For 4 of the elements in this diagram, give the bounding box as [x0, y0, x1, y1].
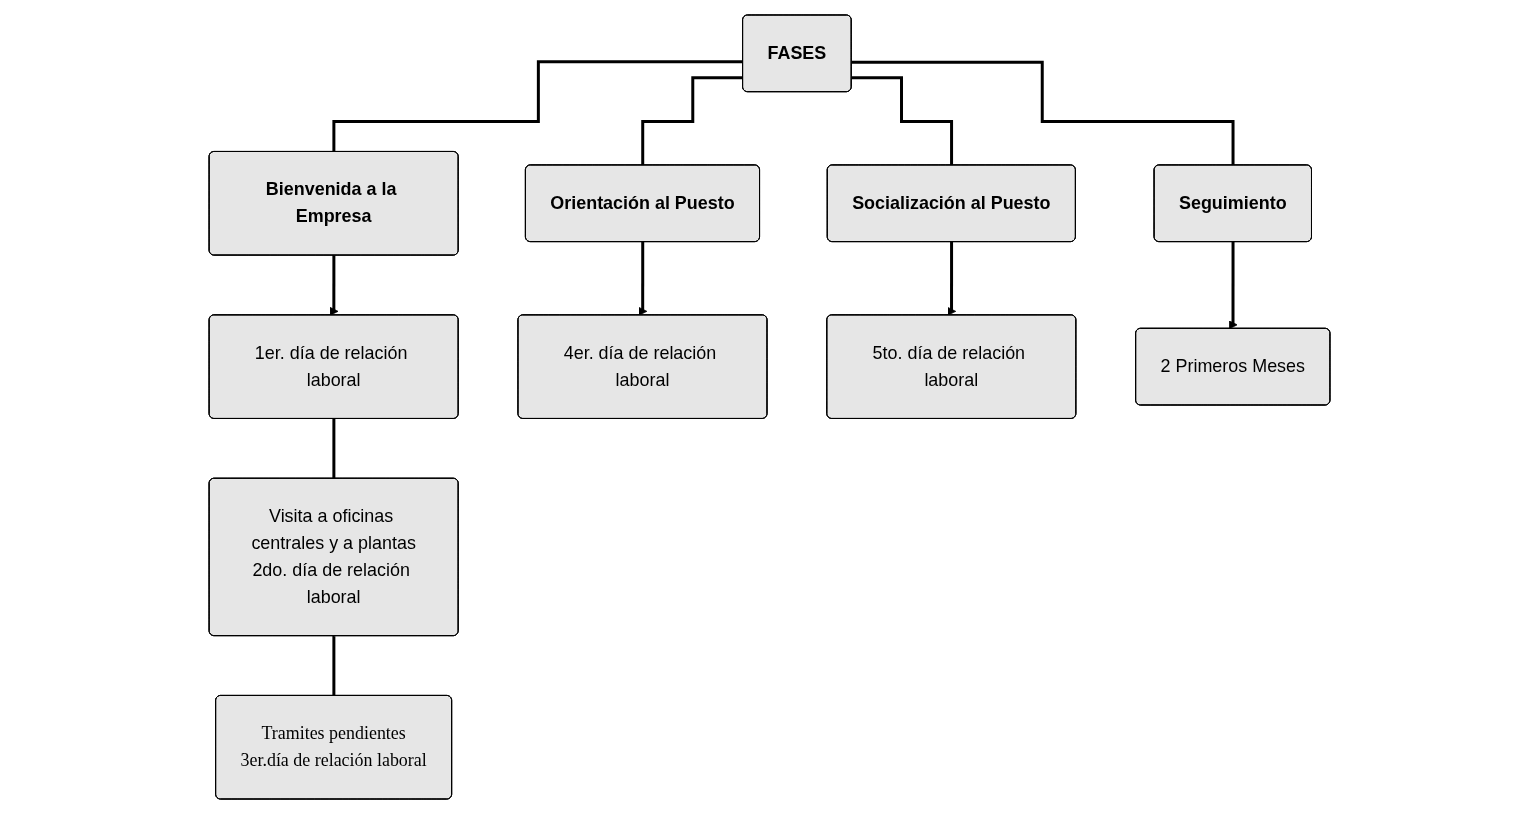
arrow	[1228, 240, 1238, 330]
arrow	[329, 254, 339, 316]
arrow	[638, 240, 648, 316]
arrow	[947, 240, 957, 316]
